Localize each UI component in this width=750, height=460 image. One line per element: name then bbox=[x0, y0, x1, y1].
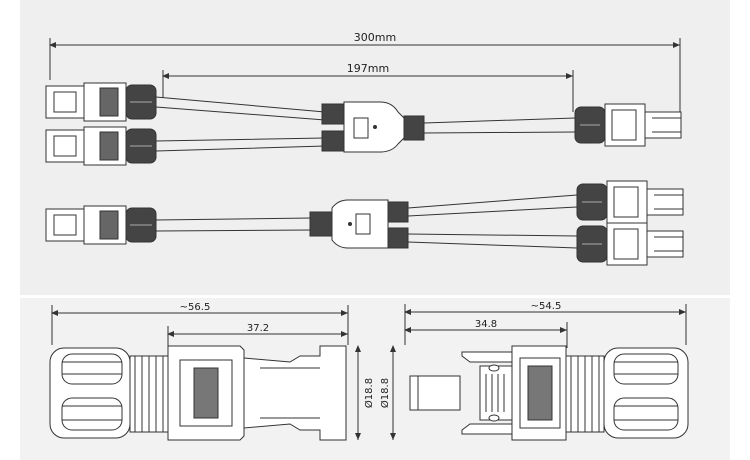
splitter-body-1 bbox=[321, 101, 425, 153]
female-thread bbox=[565, 355, 605, 433]
male-nut bbox=[49, 347, 131, 439]
left-connector-1 bbox=[45, 82, 157, 122]
male-body bbox=[167, 345, 347, 441]
left-connector-3 bbox=[45, 205, 157, 245]
female-body-length-label: 34.8 bbox=[475, 319, 497, 330]
branch-length-dimension: 197mm bbox=[162, 62, 574, 112]
female-nut bbox=[603, 347, 689, 439]
branch-connector-upper bbox=[45, 82, 682, 166]
right-connector-3 bbox=[576, 222, 684, 266]
branch-connector-lower bbox=[45, 180, 684, 266]
splitter-body-2 bbox=[309, 199, 409, 249]
female-connector-detail: ~54.5 34.8 Ø18.8 bbox=[379, 301, 689, 441]
overall-length-dimension: 300mm bbox=[49, 31, 681, 130]
right-connector-2 bbox=[576, 180, 684, 224]
right-connector-1 bbox=[574, 103, 682, 147]
male-length-label: ~56.5 bbox=[180, 302, 211, 313]
female-body bbox=[409, 345, 567, 441]
overall-length-label: 300mm bbox=[354, 31, 396, 44]
male-body-length-label: 37.2 bbox=[247, 323, 269, 334]
female-diameter-label: Ø18.8 bbox=[379, 378, 391, 408]
female-length-label: ~54.5 bbox=[531, 301, 562, 312]
branch-length-label: 197mm bbox=[347, 62, 389, 75]
male-thread bbox=[129, 355, 169, 433]
male-connector-detail: ~56.5 37.2 bbox=[49, 302, 375, 441]
male-diameter-label: Ø18.8 bbox=[363, 378, 375, 408]
left-connector-2 bbox=[45, 126, 157, 166]
